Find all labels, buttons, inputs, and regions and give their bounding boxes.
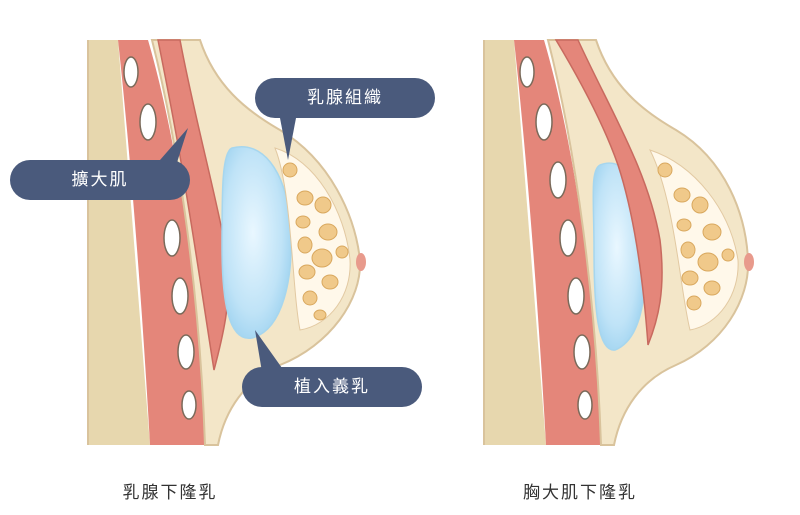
chest-wall: [484, 40, 546, 445]
pointer-mammary: [280, 118, 296, 160]
chest-wall: [88, 40, 150, 445]
fat-lobules: [657, 162, 735, 311]
nipple: [356, 253, 366, 271]
left-illustration: [87, 39, 366, 446]
implant-shape: [221, 145, 292, 339]
pointer-implant: [255, 330, 282, 372]
callout-pectoralis: 擴大肌: [10, 160, 190, 200]
caption-submuscular: 胸大肌下隆乳: [523, 483, 637, 503]
fat-lobules: [282, 162, 349, 321]
ribs: [519, 56, 593, 420]
caption-subglandular: 乳腺下隆乳: [122, 483, 218, 503]
pectoralis-muscle: [554, 39, 663, 346]
nipple: [744, 253, 754, 271]
right-illustration: [483, 39, 754, 446]
callout-mammary-tissue: 乳腺組織: [255, 78, 435, 118]
callout-implant: 植入義乳: [242, 367, 422, 407]
